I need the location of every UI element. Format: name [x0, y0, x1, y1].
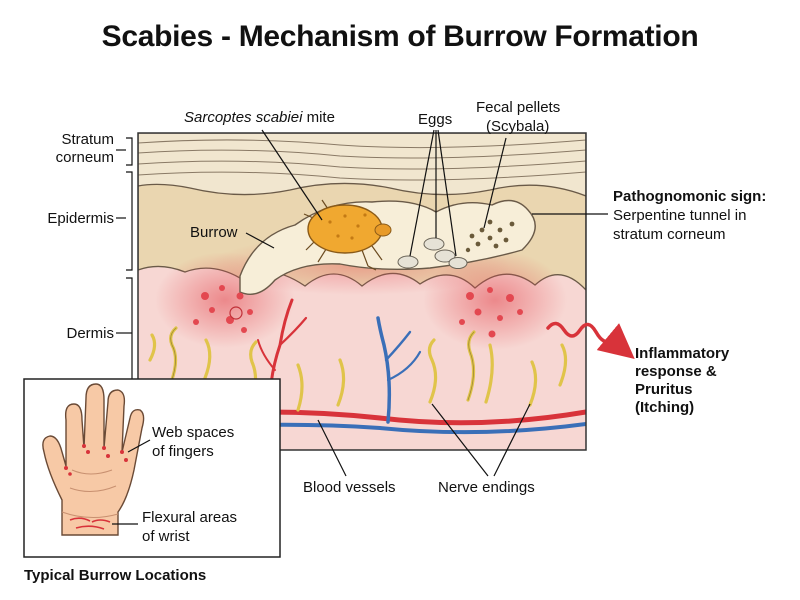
fecal-leader [483, 137, 507, 229]
web-label-line1: Web spaces [152, 424, 234, 441]
inflam-line1: Inflammatory [635, 345, 730, 362]
inflam-line2: response & [635, 363, 717, 380]
skin-block [138, 133, 586, 450]
nerve-outline [169, 327, 475, 401]
skin-block-border [137, 132, 587, 451]
wrist-label-line1: Flexural areas [142, 509, 237, 526]
mite-label: Sarcoptes scabiei mite [184, 109, 335, 126]
sign-line2: stratum corneum [613, 226, 726, 243]
fecal-label-line2: (Scybala) [486, 118, 549, 135]
nerve-endings-label: Nerve endings [438, 479, 535, 496]
mite-label-species: Sarcoptes scabiei [184, 109, 303, 126]
layer-brackets [116, 137, 133, 380]
fecal-pellets [465, 219, 515, 253]
page-title: Scabies - Mechanism of Burrow Formation [101, 20, 699, 53]
epidermis-label: Epidermis [47, 210, 114, 227]
nerve-leader-1 [431, 403, 489, 477]
web-leader [127, 439, 151, 453]
stratum-corneum-layer [138, 133, 586, 197]
burrow-leader [245, 232, 275, 249]
stratum-corneum-label-line2: corneum [56, 149, 114, 166]
burrow-locations-inset [23, 378, 281, 558]
hand-illustration [42, 383, 145, 536]
stratum-corneum-label-line1: Stratum [61, 131, 114, 148]
eggs [397, 237, 468, 269]
inflam-line4: (Itching) [635, 399, 694, 416]
mite-label-suffix: mite [302, 109, 335, 126]
dermis-label: Dermis [67, 325, 115, 342]
burrow-label: Burrow [190, 224, 238, 241]
inflam-line3: Pruritus [635, 381, 693, 398]
web-label-line2: of fingers [152, 443, 214, 460]
blood-vessels-label: Blood vessels [303, 479, 396, 496]
inset-caption: Typical Burrow Locations [24, 567, 206, 584]
sarcoptes-mite [303, 199, 392, 271]
fecal-label-line1: Fecal pellets [476, 99, 560, 116]
mite-leader [261, 129, 323, 221]
vessels-leader [317, 419, 347, 477]
eggs-leader-1 [409, 129, 435, 257]
nerve-leader-2 [493, 403, 531, 477]
wrist-label-line2: of wrist [142, 528, 190, 545]
inflammatory-cells [193, 285, 523, 338]
sign-heading: Pathognomonic sign: [613, 188, 766, 205]
eggs-leader-3 [437, 129, 457, 257]
eggs-label: Eggs [418, 111, 452, 128]
inflammation-arrow [546, 321, 635, 359]
sign-line1: Serpentine tunnel in [613, 207, 746, 224]
